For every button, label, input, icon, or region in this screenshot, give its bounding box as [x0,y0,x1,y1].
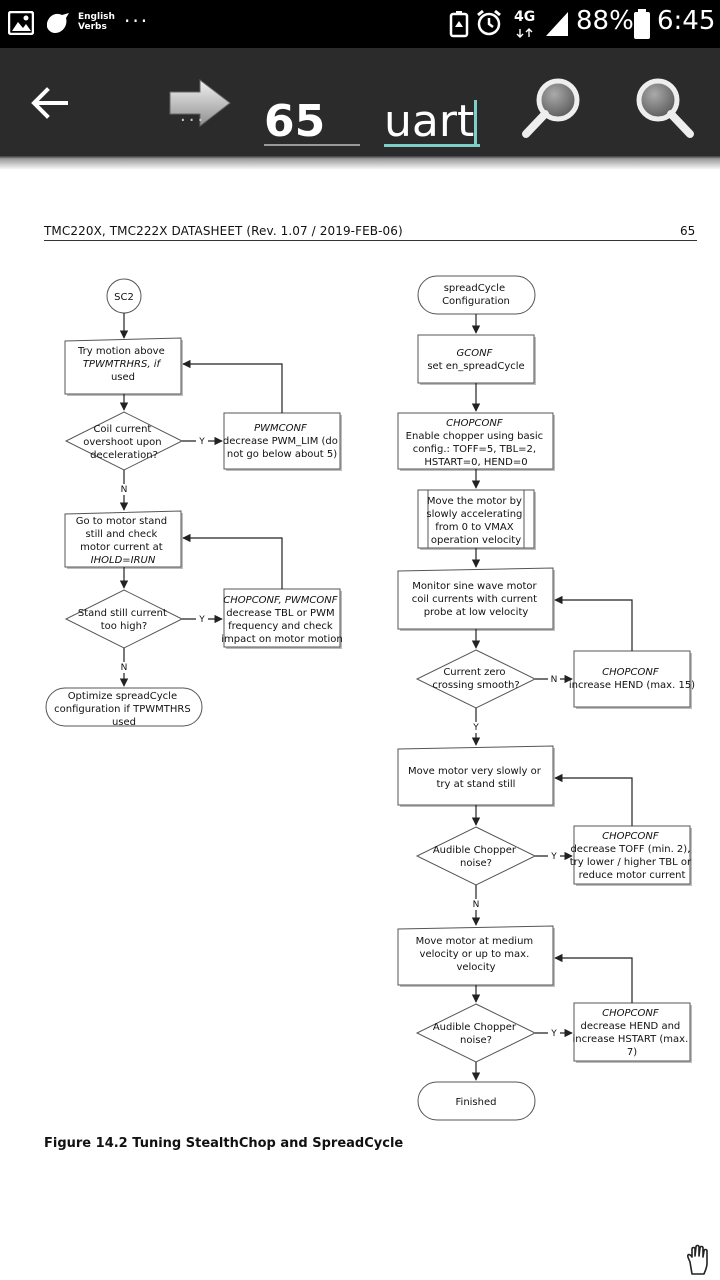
clock: 6:45 [657,6,716,36]
left-step2-text: Go to motor stand still and check motor … [76,516,171,566]
app-badge: English Verbs [78,12,115,32]
right-gconf-box [417,334,535,384]
header-rule [44,240,697,241]
hand-cursor-icon [686,1244,708,1275]
right-no-label-2: N [473,900,480,910]
left-yes-label-1: Y [198,437,205,447]
app-badge-line1: English [78,12,115,22]
right-start-node [417,275,536,315]
search-next-icon[interactable] [632,76,696,140]
page-number-value: 65 [264,96,326,147]
bird-icon [47,13,69,33]
right-action1-box [573,650,691,708]
go-to-page-arrow-icon[interactable] [168,78,232,128]
network-type: 4G [514,9,536,25]
figure-caption: Figure 14.2 Tuning StealthChop and Sprea… [44,1136,404,1151]
search-value: uart [384,96,475,147]
left-action2-box [223,588,341,648]
left-no-label-2: N [121,663,128,673]
back-arrow-icon[interactable] [30,86,70,120]
left-step1-box [64,337,182,395]
left-decision2 [64,589,184,649]
right-decision3-text: Audible Chopper noise? [433,1022,519,1046]
battery-percent: 88% [576,6,634,36]
right-action3-box [573,1002,691,1062]
right-decision3 [415,1003,537,1063]
alarm-icon [477,9,501,36]
right-action1-text: CHOPCONF increase HEND (max. 15) [569,667,695,691]
gallery-icon [8,11,34,35]
toolbar-shadow [0,156,720,170]
right-start-text: spreadCycle Configuration [442,283,510,307]
left-decision2-text: Stand still current too high? [78,608,170,632]
right-decision2 [415,826,537,886]
left-end-node [45,687,203,727]
data-arrows-icon [516,28,533,38]
left-action2-text: CHOPCONF, PWMCONF decrease TBL or PWM fr… [221,595,342,645]
right-slow-box [397,745,554,806]
status-more: ··· [124,9,150,33]
right-yes-label-3: Y [550,1029,557,1039]
toolbar: ··· 65 uart [0,48,720,156]
right-decision1 [415,649,537,709]
search-prev-icon[interactable] [520,76,584,140]
left-step1-text: Try motion above TPWMTRHRS, if used [77,346,168,383]
page-number-input[interactable]: 65 [264,100,360,146]
right-yes-label-2: Y [550,852,557,862]
left-end-text: Optimize spreadCycle configuration if TP… [54,691,194,728]
text-cursor [474,100,478,144]
right-action2-text: CHOPCONF decrease TOFF (min. 2), try low… [570,831,695,881]
battery-icon [634,9,650,39]
toolbar-more[interactable]: ··· [180,110,207,131]
right-decision2-text: Audible Chopper noise? [433,845,519,869]
status-bar: English Verbs ··· 4G 88% 6:45 [0,0,720,48]
left-no-label-1: N [121,485,128,495]
left-action1-box [223,412,341,470]
right-move-box [417,489,535,549]
page-header-title: TMC220X, TMC222X DATASHEET (Rev. 1.07 / … [44,224,403,238]
right-slow-text: Move motor very slowly or try at stand s… [408,766,544,790]
left-decision1-text: Coil current overshoot upon deceleration… [83,424,165,461]
app-badge-line2: Verbs [78,22,107,32]
right-yes-label-1: Y [472,723,479,733]
signal-icon [546,12,568,36]
left-step2-box [64,510,182,568]
right-end-text: Finished [456,1097,497,1108]
right-medium-text: Move motor at medium velocity or up to m… [416,936,537,973]
flowchart: SC2 Try motion above TPWMTRHRS, if used … [45,275,695,1121]
left-yes-label-2: Y [198,615,205,625]
right-chopconf-text: CHOPCONF Enable chopper using basic conf… [406,418,547,468]
right-end-node [417,1081,536,1121]
right-gconf-text: GCONF set en_spreadCycle [427,348,524,372]
left-action1-text: PWMCONF decrease PWM_LIM (do not go belo… [223,423,341,460]
search-input[interactable]: uart [384,100,480,147]
right-chopconf-box [397,412,554,470]
right-move-text: Move the motor by slowly accelerating fr… [426,496,525,546]
battery-saver-icon [449,11,469,38]
right-decision1-text: Current zero crossing smooth? [432,667,519,691]
right-action2-box [573,825,691,885]
right-monitor-text: Monitor sine wave motor coil currents wi… [412,581,540,618]
document-page: TMC220X, TMC222X DATASHEET (Rev. 1.07 / … [0,170,720,1280]
page-header-number: 65 [680,224,696,238]
right-action3-text: CHOPCONF decrease HEND and increase HSTA… [573,1008,692,1058]
left-start-label: SC2 [114,292,134,303]
right-medium-box [397,925,554,986]
right-no-label-1: N [551,675,558,685]
right-monitor-box [397,567,554,630]
